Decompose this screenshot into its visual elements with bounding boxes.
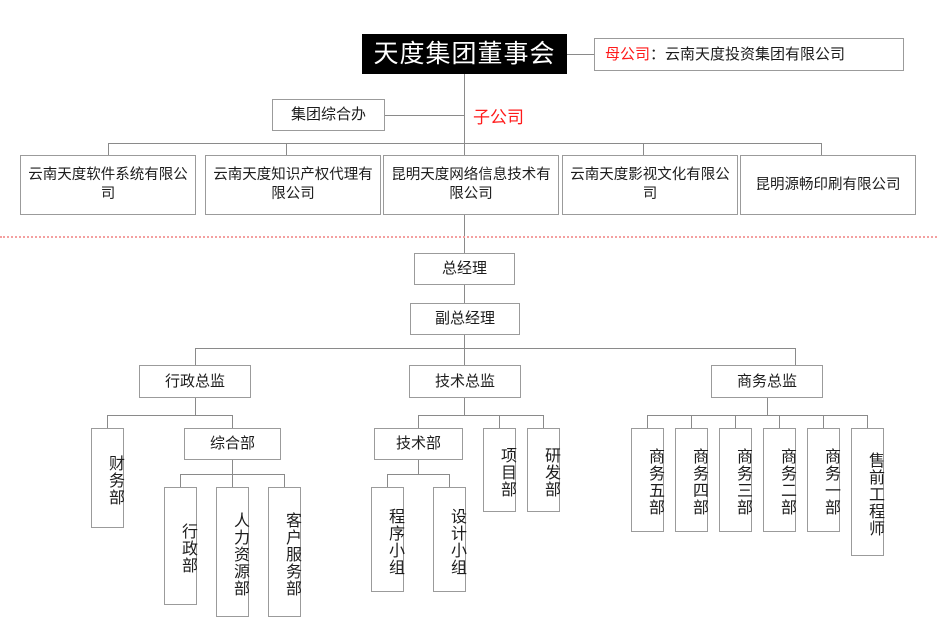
- parent-company-separator: ：: [650, 44, 666, 63]
- connector-root-to-parent-company: [567, 54, 594, 55]
- node-director-business[interactable]: 商务总监: [711, 365, 823, 398]
- connector-tech-bus: [418, 415, 543, 416]
- node-subsidiary-5[interactable]: 昆明源畅印刷有限公司: [740, 155, 916, 215]
- node-director-admin[interactable]: 行政总监: [139, 365, 251, 398]
- connector-drop-subsidiary-5: [821, 143, 822, 155]
- parent-company-tag: 母公司: [605, 44, 651, 63]
- connector-drop-subsidiary-2: [286, 143, 287, 155]
- node-business-dept-5[interactable]: 商务五部: [631, 428, 665, 532]
- connector-drop-tech-dept: [418, 415, 419, 428]
- connector-drop-program-group: [387, 474, 388, 487]
- connector-drop-subsidiary-1: [108, 143, 109, 155]
- connector-drop-presales-engineer: [867, 415, 868, 428]
- node-design-group[interactable]: 设计小组: [433, 487, 467, 592]
- connector-tech-director-down: [464, 398, 465, 415]
- connector-drop-general-affairs: [232, 415, 233, 428]
- connector-drop-business-2: [779, 415, 780, 428]
- node-general-affairs-dept[interactable]: 综合部: [184, 428, 281, 460]
- node-subsidiary-4[interactable]: 云南天度影视文化有限公司: [562, 155, 738, 215]
- node-subsidiary-1[interactable]: 云南天度软件系统有限公司: [20, 155, 196, 215]
- connector-admin-director-down: [195, 398, 196, 415]
- connector-tech-dept-down: [418, 460, 419, 474]
- connector-drop-subsidiary-3: [464, 143, 465, 155]
- node-admin-dept[interactable]: 行政部: [164, 487, 198, 605]
- connector-drop-project-dept: [499, 415, 500, 428]
- node-finance-dept[interactable]: 财务部: [91, 428, 125, 528]
- node-presales-engineer[interactable]: 售前工程师: [851, 428, 885, 556]
- connector-general-affairs-down: [232, 460, 233, 474]
- connector-director-bus: [195, 348, 795, 349]
- connector-root-trunk: [464, 74, 465, 115]
- connector-tech-dept-bus: [387, 474, 449, 475]
- connector-subsidiary-to-general-manager: [464, 215, 465, 253]
- connector-drop-director-business: [795, 348, 796, 365]
- connector-drop-customer-service-dept: [284, 474, 285, 487]
- connector-drop-design-group: [449, 474, 450, 487]
- connector-drop-rnd-dept: [543, 415, 544, 428]
- node-subsidiary-3[interactable]: 昆明天度网络信息技术有限公司: [383, 155, 559, 215]
- connector-group-office: [385, 115, 464, 116]
- node-program-group[interactable]: 程序小组: [371, 487, 405, 592]
- connector-admin-bus: [107, 415, 232, 416]
- label-subsidiary-tag: 子公司: [473, 108, 524, 128]
- connector-drop-business-5: [647, 415, 648, 428]
- node-business-dept-1[interactable]: 商务一部: [807, 428, 841, 532]
- connector-drop-director-tech: [464, 348, 465, 365]
- node-business-dept-3[interactable]: 商务三部: [719, 428, 753, 532]
- node-business-dept-2[interactable]: 商务二部: [763, 428, 797, 532]
- node-business-dept-4[interactable]: 商务四部: [675, 428, 709, 532]
- node-general-manager[interactable]: 总经理: [414, 253, 515, 285]
- node-project-dept[interactable]: 项目部: [483, 428, 517, 512]
- section-divider: [0, 236, 937, 238]
- callout-parent-company: 母公司：云南天度投资集团有限公司: [594, 38, 904, 71]
- node-customer-service-dept[interactable]: 客户服务部: [268, 487, 302, 617]
- connector-drop-admin-dept: [180, 474, 181, 487]
- node-tech-dept[interactable]: 技术部: [374, 428, 463, 460]
- node-director-tech[interactable]: 技术总监: [409, 365, 521, 398]
- connector-drop-subsidiary-4: [643, 143, 644, 155]
- connector-deputy-to-director-bus: [464, 335, 465, 348]
- connector-drop-business-3: [735, 415, 736, 428]
- node-group-office[interactable]: 集团综合办: [272, 99, 385, 131]
- connector-business-bus: [647, 415, 867, 416]
- connector-business-director-down: [767, 398, 768, 415]
- node-rnd-dept[interactable]: 研发部: [527, 428, 561, 512]
- node-subsidiary-2[interactable]: 云南天度知识产权代理有限公司: [205, 155, 381, 215]
- connector-drop-hr-dept: [232, 474, 233, 487]
- connector-drop-business-4: [691, 415, 692, 428]
- connector-drop-finance: [107, 415, 108, 428]
- connector-drop-business-1: [823, 415, 824, 428]
- node-deputy-general-manager[interactable]: 副总经理: [410, 303, 520, 335]
- parent-company-name: 云南天度投资集团有限公司: [665, 44, 846, 63]
- connector-gm-to-deputy: [464, 285, 465, 303]
- node-hr-dept[interactable]: 人力资源部: [216, 487, 250, 617]
- connector-drop-director-admin: [195, 348, 196, 365]
- node-board-of-directors[interactable]: 天度集团董事会: [362, 34, 567, 74]
- connector-trunk-to-subsidiary-bus: [464, 115, 465, 143]
